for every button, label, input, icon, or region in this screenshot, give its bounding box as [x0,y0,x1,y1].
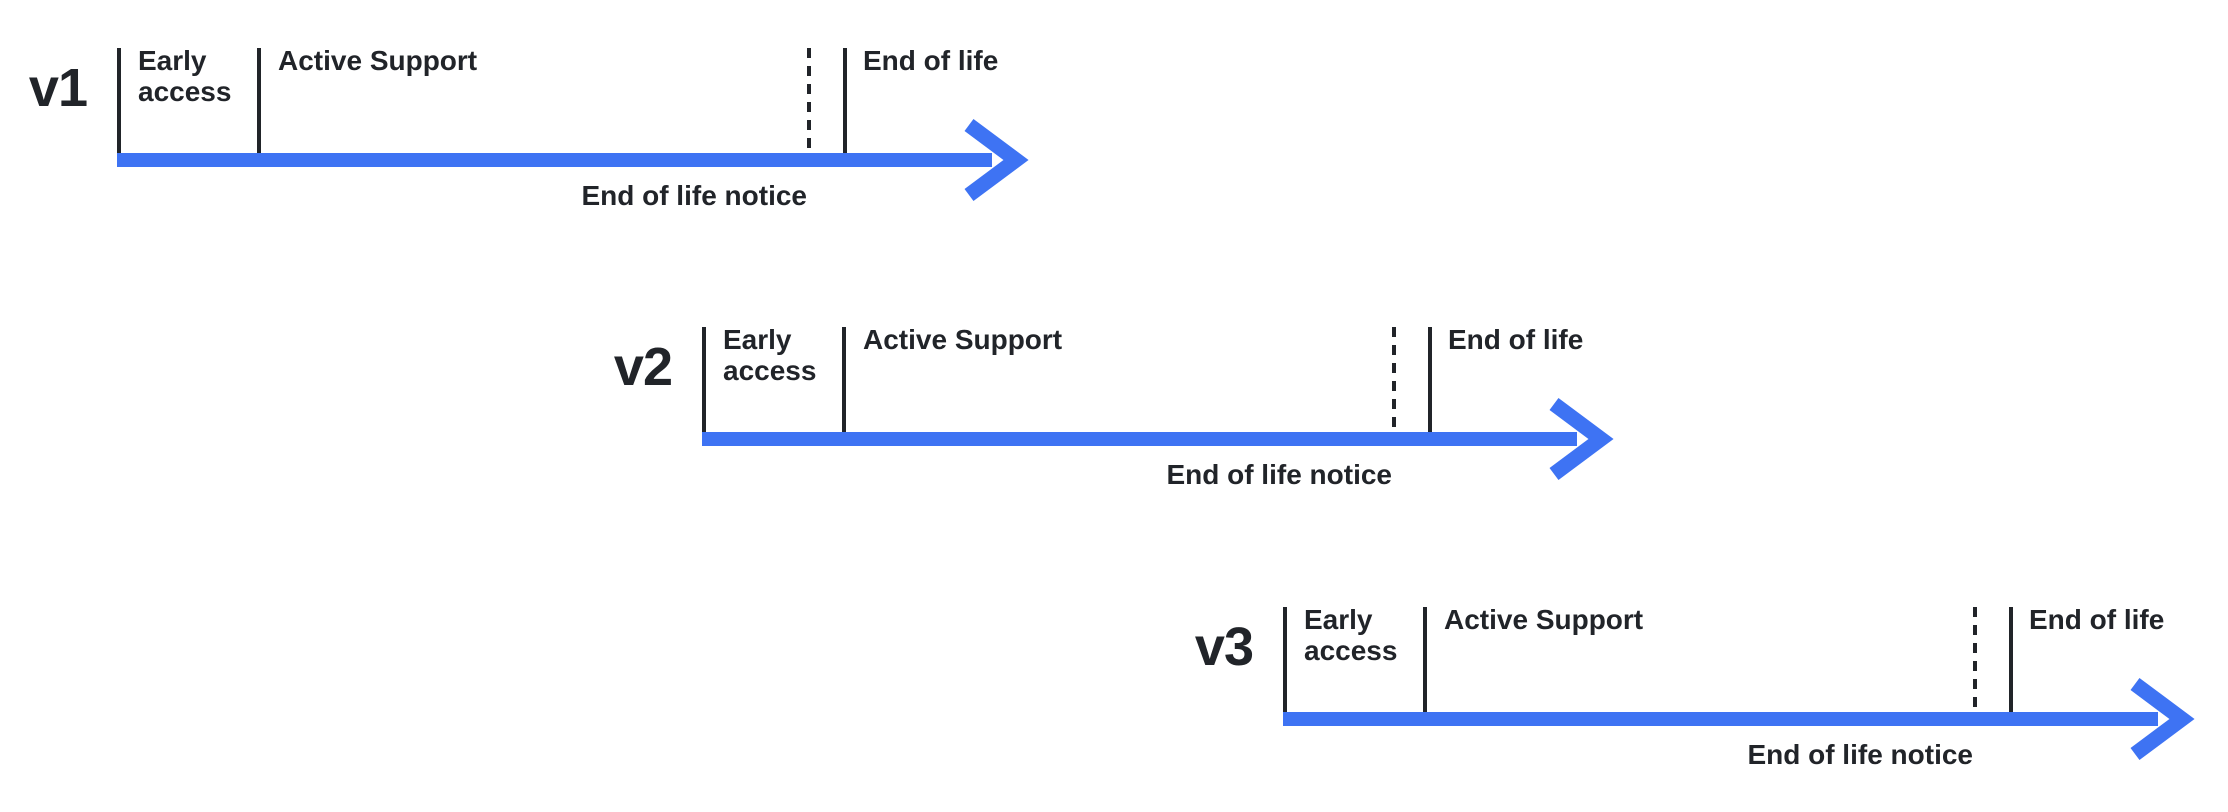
end-of-life-notice-dashed-tick [1392,327,1396,428]
chevron-right-arrow-icon [964,118,1029,202]
end-of-life-label: End of life [1448,324,1584,355]
early-access-start-tick [117,48,121,153]
end-of-life-tick [2009,607,2013,712]
end-of-life-tick [843,48,847,153]
chevron-right-arrow-icon [1549,397,1614,481]
end-of-life-label: End of life [2029,604,2165,635]
active-support-start-tick [1423,607,1427,712]
active-support-label: Active Support [1444,604,1644,635]
early-access-label: Early access [1304,604,1398,666]
early-access-start-tick [702,327,706,432]
end-of-life-tick [1428,327,1432,432]
end-of-life-notice-label: End of life notice [1747,739,1973,770]
active-support-label: Active Support [278,45,478,76]
version-label: v2 [613,337,673,397]
version-label: v1 [28,58,88,118]
end-of-life-label: End of life [863,45,999,76]
end-of-life-notice-label: End of life notice [1166,459,1392,490]
end-of-life-notice-dashed-tick [1973,607,1977,708]
active-support-start-tick [257,48,261,153]
timeline-arrow-shaft [702,432,1577,446]
early-access-label: Early access [723,324,817,386]
early-access-start-tick [1283,607,1287,712]
timeline-row-v2: v2 Early access Active Support End of li… [502,312,1662,522]
timeline-row-v3: v3 Early access Active Support End of li… [1083,592,2228,802]
early-access-label: Early access [138,45,232,107]
chevron-right-arrow-icon [2130,677,2195,761]
version-label: v3 [1194,617,1254,677]
end-of-life-notice-label: End of life notice [581,180,807,211]
end-of-life-notice-dashed-tick [807,48,811,149]
timeline-row-v1: v1 Early access Active Support End of li… [0,33,1077,243]
timeline-arrow-shaft [1283,712,2158,726]
active-support-label: Active Support [863,324,1063,355]
timeline-arrow-shaft [117,153,992,167]
active-support-start-tick [842,327,846,432]
